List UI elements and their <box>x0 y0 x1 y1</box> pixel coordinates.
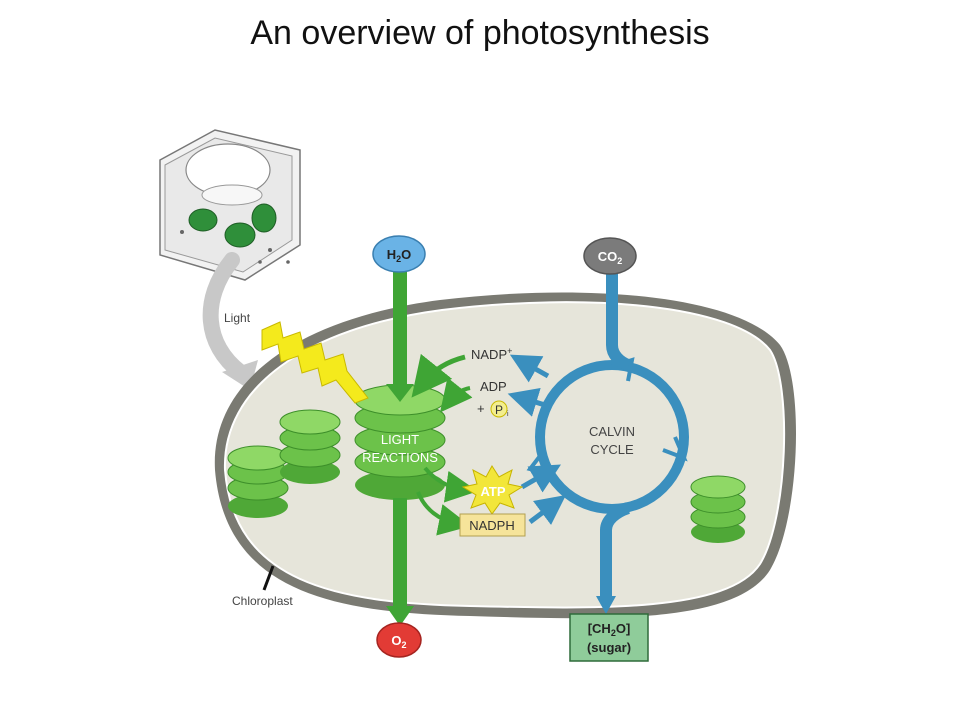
water-bubble: H2O <box>372 235 426 273</box>
nadph-label: NADPH <box>469 518 515 533</box>
granum-middle <box>279 409 341 484</box>
nadp-plus-label: NADP+ <box>471 346 512 362</box>
calvin-cycle-label-line1: CALVIN <box>589 424 635 439</box>
nadp-return-arrow <box>509 354 550 383</box>
light-label: Light <box>224 311 251 325</box>
co2-bubble: CO2 <box>583 237 637 275</box>
adp-return-arrow <box>507 388 546 417</box>
adp-to-light-arrow <box>440 377 473 413</box>
light-bolt-icon <box>261 321 369 404</box>
co2-label: CO2 <box>598 249 623 266</box>
light-to-nadph-arrow <box>416 491 471 536</box>
page-title: An overview of photosynthesis <box>250 14 710 52</box>
granum-left <box>227 445 289 518</box>
phosphate-icon: P i <box>490 400 509 418</box>
chloroplast-pointer-line <box>262 565 275 591</box>
light-reactions-label-line1: LIGHT <box>381 432 419 447</box>
co2-input-arrow <box>606 272 631 371</box>
atp-label: ATP <box>480 484 505 499</box>
water-label: H2O <box>387 247 412 264</box>
sugar-label-line1: [CH2O] <box>588 621 631 638</box>
sugar-output-arrow <box>596 502 631 614</box>
zoom-arrow <box>202 252 258 390</box>
nadph-box: NADPH <box>459 513 526 537</box>
adp-label: ADP <box>480 379 507 394</box>
water-input-arrow <box>386 268 414 402</box>
sugar-label-line2: (sugar) <box>587 640 631 655</box>
atp-into-cycle-arrow <box>520 464 561 493</box>
light-to-atp-arrow <box>423 466 478 503</box>
plant-cell-illustration <box>159 129 301 281</box>
light-reactions-label-line2: REACTIONS <box>362 450 438 465</box>
nadph-into-cycle-arrow <box>528 495 566 525</box>
granum-right <box>690 475 746 543</box>
oxygen-bubble: O2 <box>376 622 422 658</box>
atp-star-badge: ATP <box>461 465 524 515</box>
nadp-to-light-arrow <box>411 353 466 398</box>
chloroplast-label: Chloroplast <box>232 594 293 608</box>
calvin-cycle-label-line2: CYCLE <box>590 442 634 457</box>
oxygen-label: O2 <box>391 633 406 650</box>
oxygen-output-arrow <box>386 498 414 626</box>
light-reactions-granum <box>354 384 446 500</box>
phosphate-i-label: i <box>507 411 509 418</box>
plus-sign: + <box>477 401 485 416</box>
phosphate-p-label: P <box>495 403 503 417</box>
sugar-box: [CH2O] (sugar) <box>569 613 649 662</box>
